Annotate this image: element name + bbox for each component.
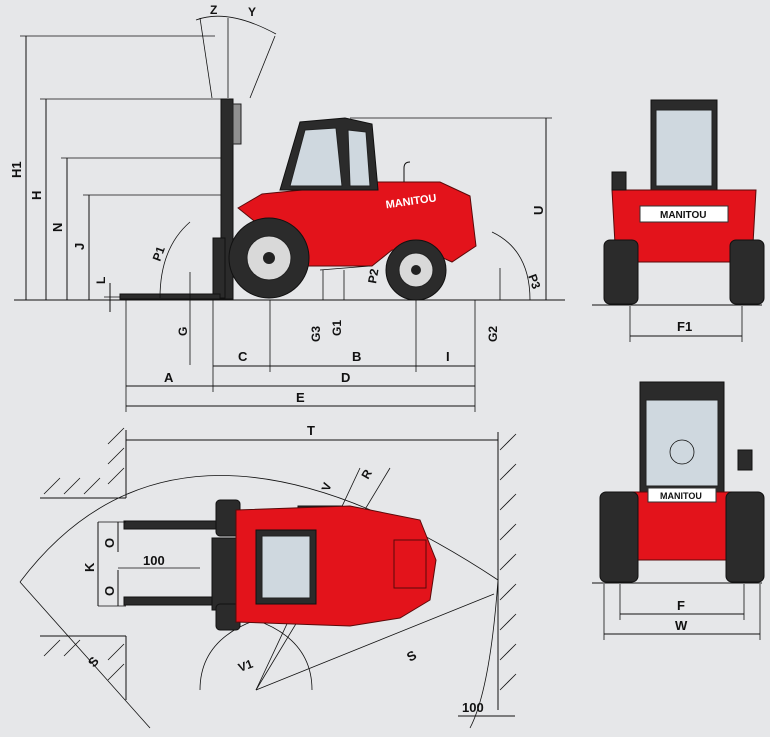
label-k: K [82,562,97,572]
label-d: D [341,370,350,385]
brand-logo-front: MANITOU [660,491,702,501]
label-j: J [72,243,87,250]
label-s-right: S [404,647,419,664]
fork [119,293,221,300]
rear-wheel-left [603,239,639,305]
label-v: V [319,481,335,493]
label-p1: P1 [150,244,168,263]
label-p2: P2 [365,267,381,284]
fork-top-upper [123,520,217,530]
label-g1: G1 [330,320,344,336]
label-i: I [446,349,450,364]
label-y: Y [248,5,256,19]
label-o-lower: O [102,586,117,596]
clearance-dimensions: G G3 G1 G2 [176,268,501,365]
mast-tilt: Z Y [195,3,277,99]
carriage [212,237,226,299]
mast-carriage [232,103,242,145]
label-f1: F1 [677,319,692,334]
dimension-100-wall: 100 [462,700,484,715]
label-t: T [307,423,315,438]
front-mirror [737,449,753,471]
label-r: R [358,467,375,482]
cab-window-front [289,127,343,187]
forklift-top [123,499,437,631]
carriage-top [211,537,237,611]
front-wheel-right [725,491,765,583]
label-p3: P3 [525,272,543,291]
side-view: H1 H N J L Z Y [9,3,565,412]
height-dimensions: H1 H N J L [9,35,230,312]
label-g2: G2 [486,326,500,342]
label-n: N [50,223,65,232]
length-dimensions: C B I A D E [125,300,476,412]
label-w: W [675,618,688,633]
front-view: MANITOU F W [592,381,765,640]
label-h: H [29,191,44,200]
label-f: F [677,598,685,613]
cab-window-side [347,129,371,187]
rear-wheel-right [729,239,765,305]
top-view: T V R K [19,423,517,729]
label-o-upper: O [102,538,117,548]
fork-top-lower [123,596,217,606]
mirror [611,171,627,191]
front-wheel-left [599,491,639,583]
rear-view: MANITOU F1 [592,99,765,342]
label-g3: G3 [309,326,323,342]
label-a: A [164,370,174,385]
label-s-left: S [85,653,102,670]
brand-logo-rear: MANITOU [660,210,706,221]
label-c: C [238,349,248,364]
label-u: U [531,206,546,215]
forklift-side: MANITOU [119,98,477,301]
label-e: E [296,390,305,405]
angles: P1 P2 P3 [150,221,543,301]
label-v1: V1 [236,657,255,675]
label-b: B [352,349,361,364]
label-g: G [176,327,190,336]
label-l: L [94,277,108,284]
label-z: Z [210,3,217,17]
label-h1: H1 [9,161,24,178]
dimension-100-fork: 100 [143,553,165,568]
